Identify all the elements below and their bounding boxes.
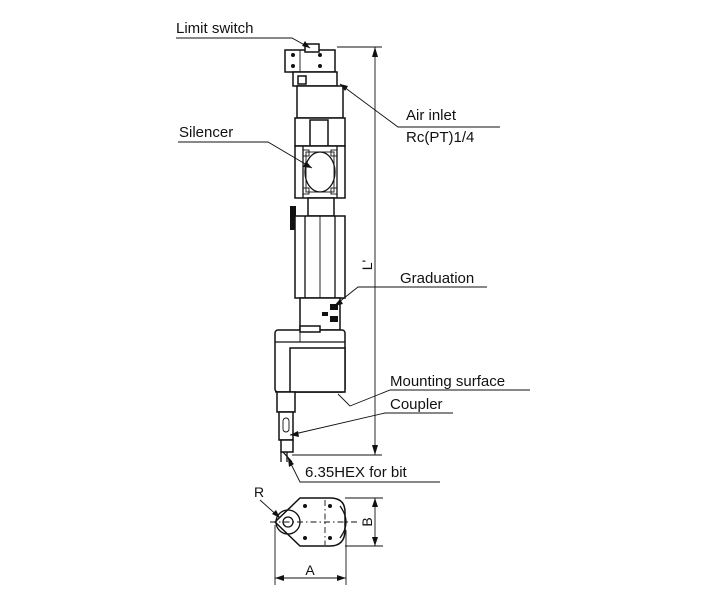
silencer-section <box>294 117 346 199</box>
limit-switch-label: Limit switch <box>176 20 254 37</box>
length-dimension: L' <box>292 46 382 456</box>
silencer-label: Silencer <box>179 124 233 141</box>
air-inlet-thread-label: Rc(PT)1/4 <box>406 129 474 146</box>
plan-view <box>259 497 383 585</box>
limit-switch-part <box>284 43 336 73</box>
width-label: A <box>305 562 315 578</box>
height-label: B <box>359 517 375 526</box>
air-inlet-label: Air inlet <box>406 107 457 124</box>
length-label: L' <box>359 260 375 270</box>
graduation-neck <box>299 297 341 331</box>
coupler-part <box>276 391 296 463</box>
hex-bit-label: 6.35HEX for bit <box>305 464 408 481</box>
mounting-surface-label: Mounting surface <box>390 373 505 390</box>
mounting-head <box>274 325 346 393</box>
radius-label: R <box>254 484 264 500</box>
air-inlet-block <box>292 71 344 119</box>
cylinder-body <box>290 197 346 299</box>
callout-leaders <box>176 37 530 483</box>
graduation-label: Graduation <box>400 270 474 287</box>
coupler-label: Coupler <box>390 396 443 413</box>
